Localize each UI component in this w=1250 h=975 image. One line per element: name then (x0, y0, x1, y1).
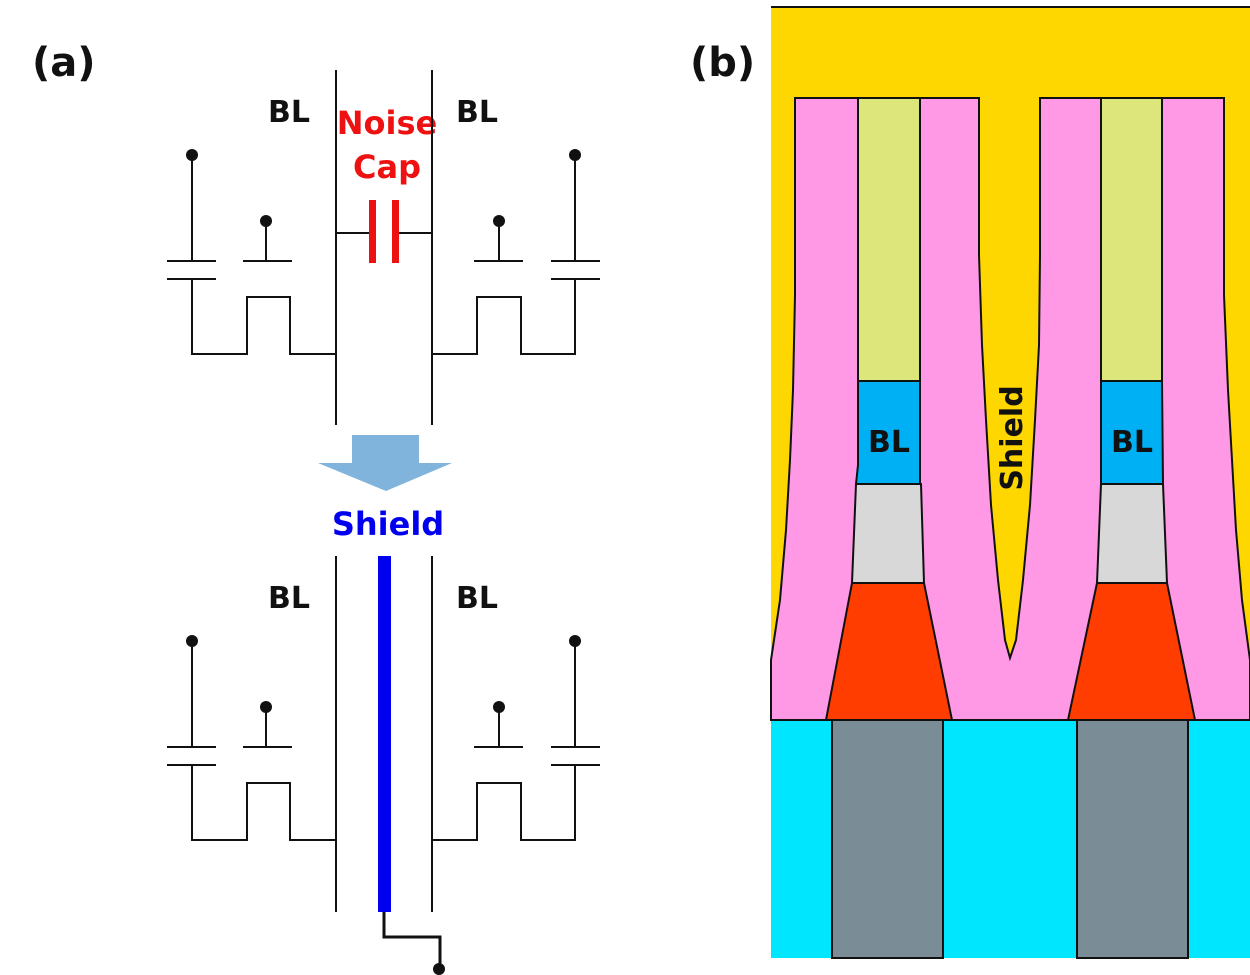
right-hardmask (1100, 97, 1163, 382)
bottom-right-cell (432, 635, 600, 841)
shield-line (378, 556, 391, 912)
bottom-bitline-right-label: BL (456, 581, 498, 616)
shield-title: Shield (332, 505, 444, 543)
bottom-circuit: BL BL (167, 556, 600, 975)
transistor-channel (432, 296, 576, 355)
panel-b-label: (b) (690, 40, 755, 86)
right-bl-label: BL (1111, 425, 1153, 460)
noise-cap-label-line2: Cap (353, 148, 421, 186)
panel-b: (b) BL BL Shield (690, 6, 1250, 959)
panel-a: (a) BL BL Noise Cap (32, 40, 600, 975)
left-bl-label: BL (868, 425, 910, 460)
shield-ground-wire (382, 912, 442, 968)
shield-vertical-label: Shield (995, 385, 1030, 490)
top-bitline-right-label: BL (456, 95, 498, 130)
bottom-left-cell (167, 635, 336, 841)
top-left-cell (167, 149, 336, 355)
left-bitline-stack: BL (824, 97, 954, 721)
top-bitline-left-label: BL (268, 95, 310, 130)
top-right-cell (432, 149, 600, 355)
left-active-region (831, 719, 944, 959)
bottom-bitline-left-label: BL (268, 581, 310, 616)
down-arrow-icon (318, 435, 452, 491)
left-hardmask (857, 97, 921, 382)
panel-a-label: (a) (32, 40, 96, 86)
right-bitline-stack: BL (1066, 97, 1197, 721)
shield-terminal (433, 963, 445, 975)
substrate (771, 719, 1250, 959)
right-active-region (1076, 719, 1189, 959)
top-circuit: BL BL Noise Cap (167, 70, 600, 425)
right-barrier (1095, 483, 1169, 584)
transistor-channel (432, 782, 576, 841)
noise-cap-label-line1: Noise (337, 104, 437, 142)
left-barrier (850, 483, 926, 584)
transistor-channel (191, 782, 336, 841)
noise-capacitor (336, 200, 432, 263)
transistor-channel (191, 296, 336, 355)
